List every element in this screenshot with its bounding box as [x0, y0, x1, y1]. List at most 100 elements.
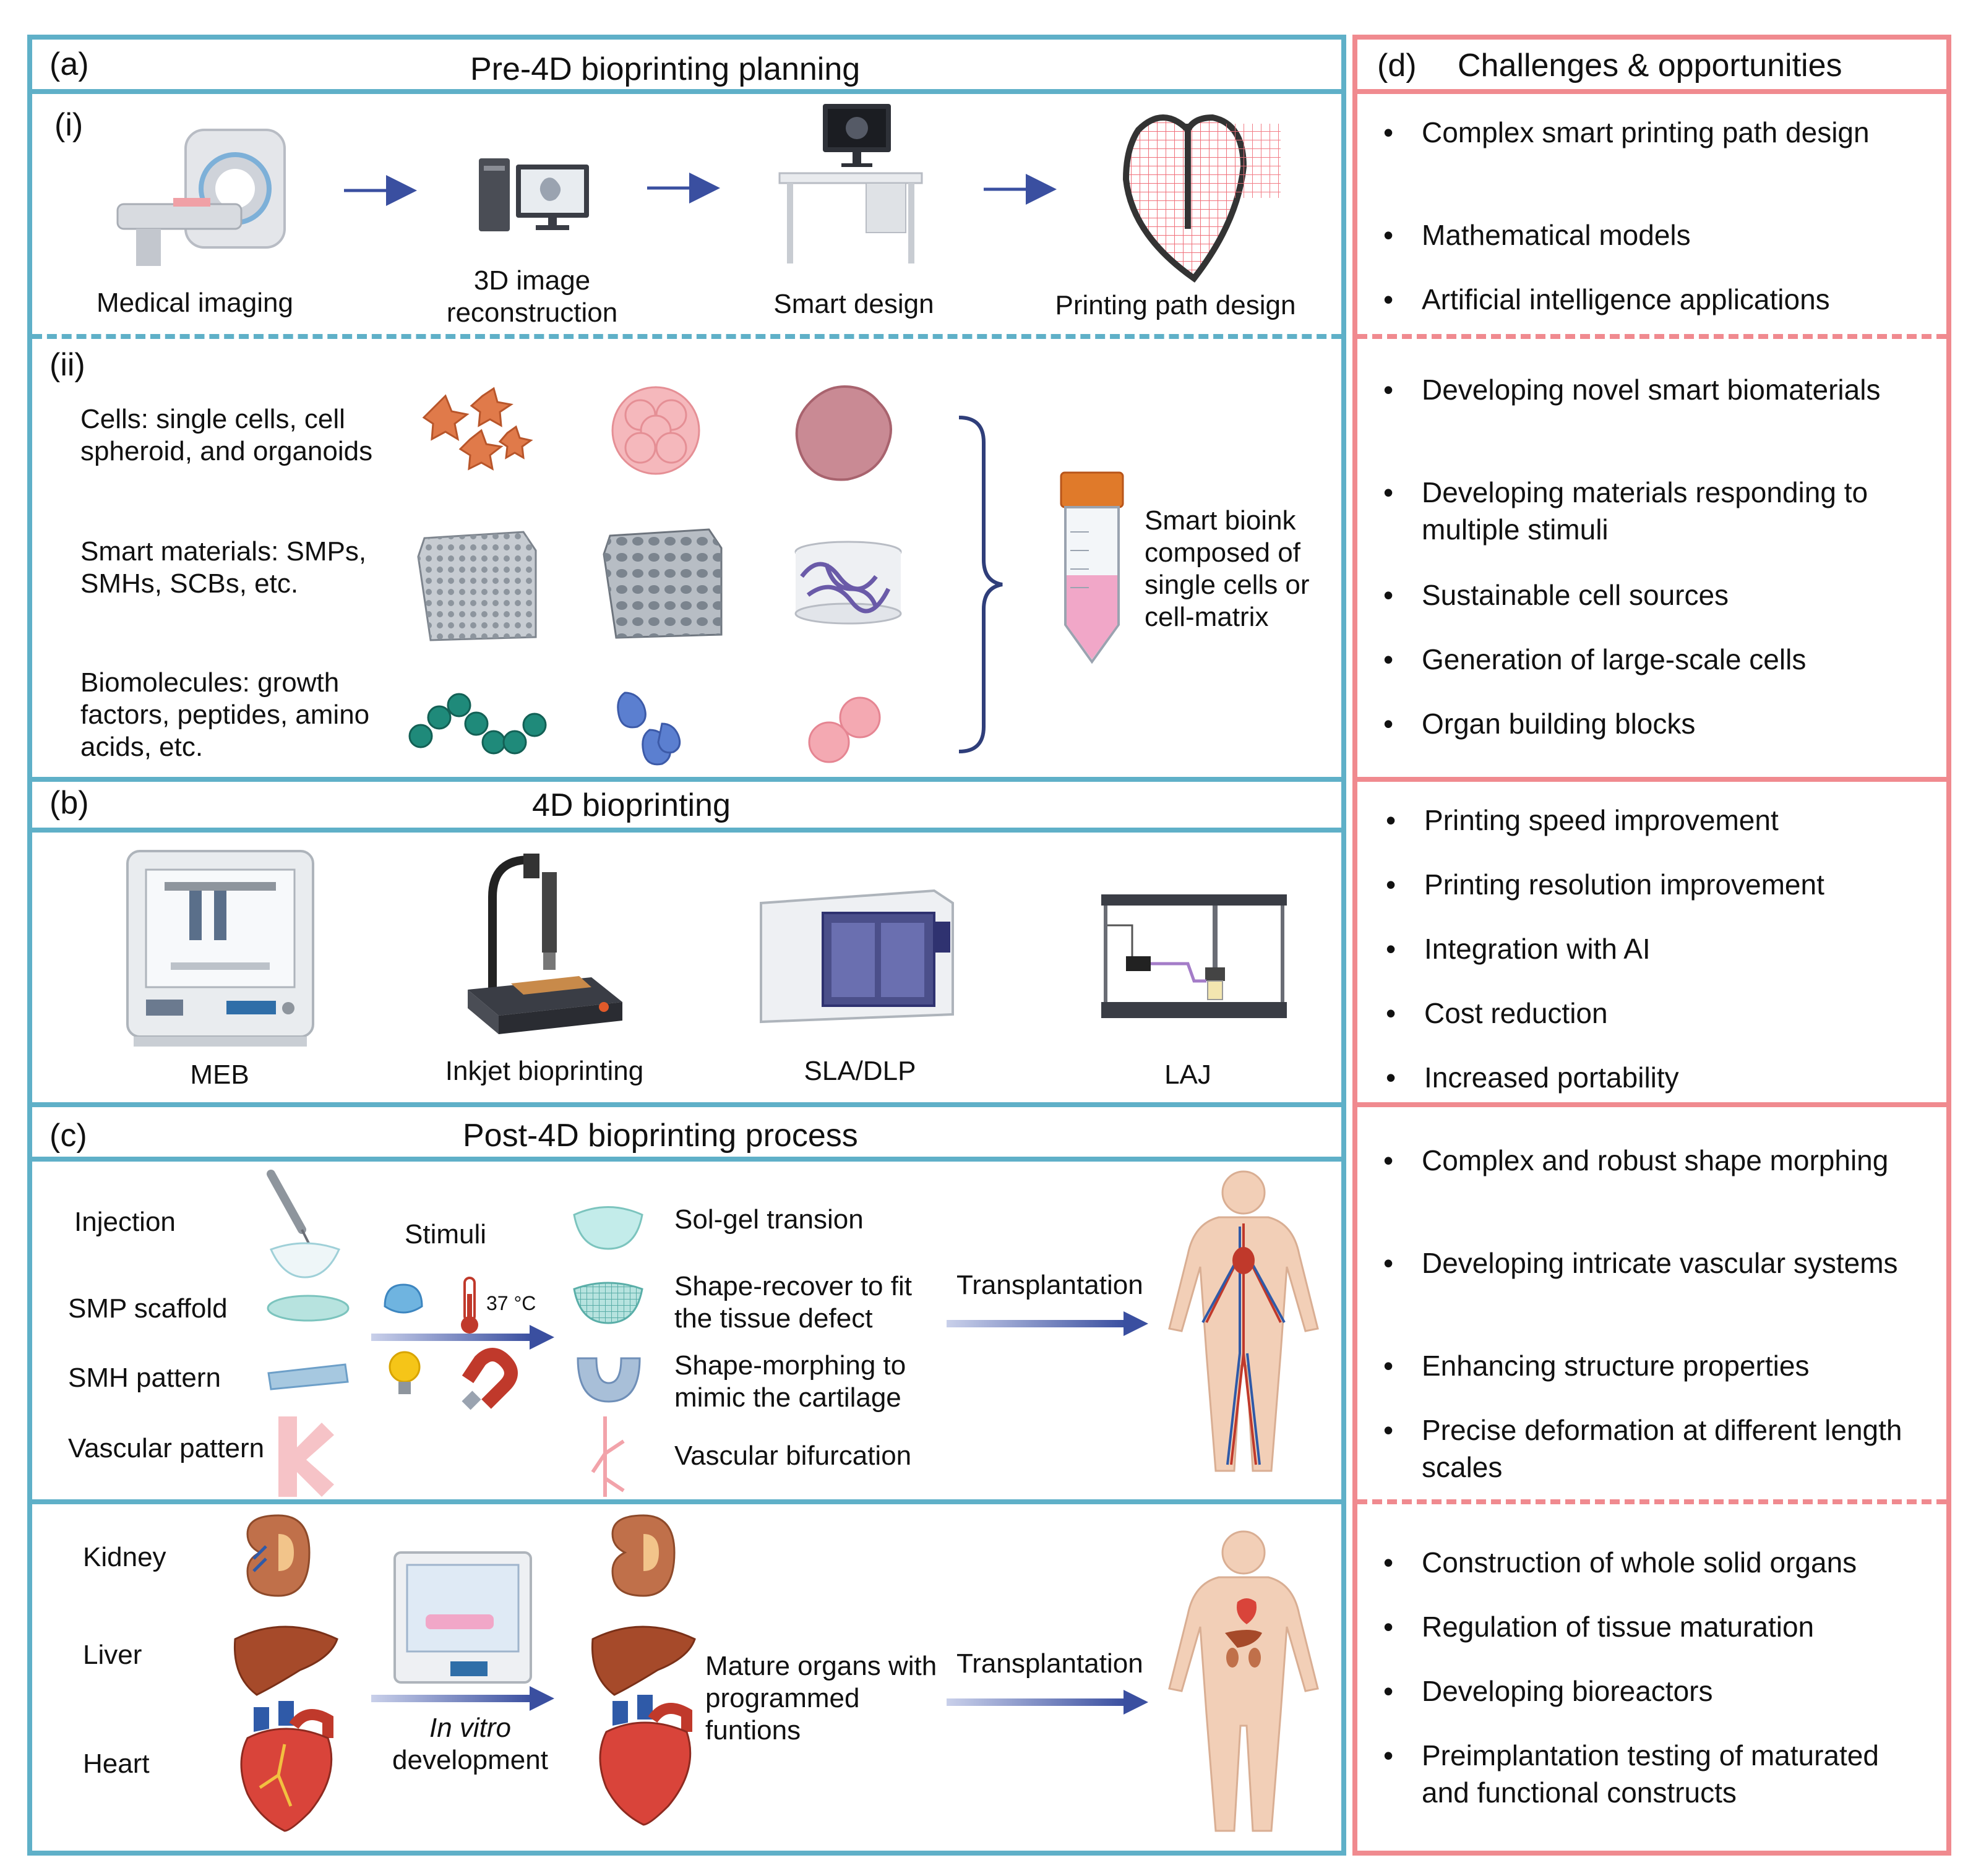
arrow-step-3 [984, 174, 1057, 205]
d-item: •Generation of large-scale cells [1383, 643, 1807, 675]
water-drop-icon [384, 1283, 423, 1314]
arrow-step-2 [647, 173, 720, 203]
vascular-pattern-icon [278, 1416, 334, 1497]
incubator-icon [393, 1551, 532, 1684]
smh-block-icon [603, 528, 723, 639]
step-medical-imaging: Medical imaging [97, 288, 293, 318]
human-vascular-icon [1168, 1170, 1319, 1472]
stimuli-arrow [371, 1325, 554, 1350]
shape-recover-icon [573, 1282, 643, 1324]
step-smart-design: Smart design [773, 289, 934, 319]
desk-workstation-icon [778, 104, 923, 263]
c-result-shape-morph: Shape-morphing to mimic the cartilage [674, 1350, 906, 1413]
invitro-arrow [371, 1686, 554, 1711]
section-i-tag: (i) [54, 107, 84, 143]
d-item: •Organ building blocks [1383, 708, 1696, 740]
c-left-injection: Injection [74, 1207, 176, 1237]
c-mature-organs-label: Mature organs with programmed funtions [705, 1651, 937, 1745]
smh-pattern-icon [267, 1363, 349, 1390]
c-stimuli-label: Stimuli [405, 1219, 487, 1249]
printer-inkjet-label: Inkjet bioprinting [445, 1056, 644, 1086]
d-item: •Mathematical models [1383, 219, 1691, 251]
mri-scanner-icon [116, 129, 286, 266]
single-cells-icon [422, 387, 533, 471]
panel-d-body [1352, 89, 1951, 1856]
row-cells-label: Cells: single cells, cell spheroid, and … [80, 404, 373, 466]
d-item: •Complex smart printing path design [1383, 116, 1870, 148]
arrow-step-1 [344, 175, 417, 206]
kidney-mature-icon [611, 1514, 676, 1597]
c-temperature: 37 °C [486, 1292, 536, 1314]
c-result-shape-recover: Shape-recover to fit the tissue defect [674, 1271, 912, 1334]
c-organ-liver: Liver [83, 1640, 142, 1670]
cell-spheroid-icon [611, 386, 700, 475]
transplant-arrow-2 [947, 1690, 1148, 1715]
smp-block-icon [417, 531, 537, 641]
c-transplantation-label-2: Transplantation [956, 1648, 1143, 1679]
c-organ-kidney: Kidney [83, 1542, 166, 1572]
liver-icon [233, 1625, 338, 1696]
vascular-bifurcation-icon [591, 1416, 625, 1497]
panel-d-title: Challenges & opportunities [1458, 48, 1842, 84]
injection-gel-icon [269, 1242, 341, 1279]
section-ii-tag: (ii) [49, 347, 85, 383]
human-organs-icon [1168, 1530, 1319, 1832]
d-item: •Sustainable cell sources [1383, 579, 1729, 611]
row-materials-label: Smart materials: SMPs, SMHs, SCBs, etc. [80, 536, 367, 599]
panel-d-tag: (d) [1377, 48, 1417, 84]
row-biomolecules-label: Biomolecules: growth factors, peptides, … [80, 667, 370, 762]
meb-printer-icon [126, 850, 314, 1047]
thermometer-icon [461, 1277, 478, 1334]
d-item: •Complex and robust shape morphing [1383, 1144, 1889, 1176]
panel-b-title: 4D bioprinting [532, 787, 731, 823]
c-result-vascular-bifurcation: Vascular bifurcation [674, 1441, 912, 1471]
amino-acid-spheres-icon [808, 696, 881, 763]
panel-c-body [27, 1157, 1346, 1856]
c-result-sol-gel: Sol-gel transion [674, 1204, 864, 1235]
divider-d-2 [1357, 777, 1946, 782]
d-item: •Integration with AI [1386, 933, 1651, 965]
step-printing-path-design: Printing path design [1055, 290, 1296, 320]
panel-c-title: Post-4D bioprinting process [463, 1118, 858, 1154]
bioink-label: Smart bioink composed of single cells or… [1145, 505, 1310, 632]
peptide-icon [617, 692, 681, 766]
panel-b-tag: (b) [49, 785, 89, 821]
divider-a-i-ii [32, 334, 1341, 339]
heart-path-icon [1122, 114, 1281, 283]
d-item: •Developing intricate vascular systems [1383, 1247, 1898, 1279]
d-item: •Artificial intelligence applications [1383, 283, 1830, 315]
heart-organ-icon [240, 1701, 333, 1832]
inkjet-printer-icon [468, 854, 622, 1034]
divider-d-4 [1357, 1499, 1946, 1504]
d-item: •Regulation of tissue maturation [1383, 1611, 1815, 1643]
c-transplantation-label: Transplantation [956, 1270, 1143, 1300]
computer-icon [479, 158, 589, 231]
divider-c-upper-lower [32, 1499, 1341, 1504]
d-item: •Printing resolution improvement [1386, 868, 1824, 901]
printer-meb-label: MEB [190, 1060, 249, 1090]
d-item: •Precise deformation at different length… [1383, 1414, 1902, 1483]
organoid-icon [795, 385, 892, 481]
divider-d-3 [1357, 1102, 1946, 1107]
panel-a-tag: (a) [49, 46, 89, 82]
printer-sla-dlp-label: SLA/DLP [804, 1056, 916, 1086]
c-left-smp-scaffold: SMP scaffold [68, 1293, 228, 1324]
d-item: •Construction of whole solid organs [1383, 1546, 1857, 1578]
sla-dlp-printer-icon [760, 889, 954, 1024]
scb-network-icon [794, 541, 902, 625]
smp-scaffold-icon [267, 1295, 350, 1322]
bioink-tube-icon [1060, 471, 1124, 664]
printer-laj-label: LAJ [1164, 1060, 1211, 1090]
heart-mature-icon [599, 1695, 692, 1826]
d-item: •Cost reduction [1386, 997, 1608, 1029]
growth-factor-chain-icon [408, 693, 547, 755]
c-invitro-rest: development [392, 1745, 548, 1775]
shape-morph-cartilage-icon [577, 1357, 641, 1403]
laj-printer-icon [1101, 894, 1287, 1018]
panel-c-tag: (c) [49, 1118, 87, 1154]
panel-a-title: Pre-4D bioprinting planning [470, 51, 861, 87]
divider-d-1 [1357, 334, 1946, 339]
d-item: •Preimplantation testing of maturated an… [1383, 1739, 1879, 1809]
d-item: •Developing materials responding to mult… [1383, 476, 1868, 546]
curly-brace [958, 416, 1003, 753]
